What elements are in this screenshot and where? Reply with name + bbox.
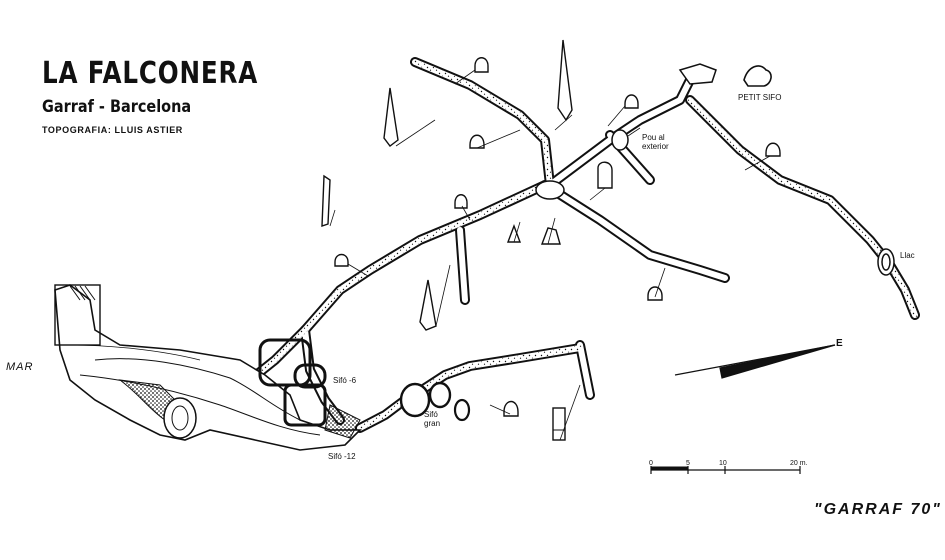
cave-passages — [245, 57, 920, 433]
label-pou-line1: Pou al — [642, 133, 665, 142]
junction-chambers — [535, 63, 895, 276]
scale-tick-10: 10 — [719, 460, 727, 467]
map-credit: TOPOGRAFIA: LLUIS ASTIER — [42, 125, 183, 135]
map-title: LA FALCONERA — [42, 56, 259, 91]
north-arrow — [674, 344, 836, 379]
map-subtitle: Garraf - Barcelona — [42, 97, 192, 117]
label-sifo-gran-line1: Sifó — [424, 410, 438, 419]
scale-tick-0: 0 — [649, 460, 653, 467]
sea-label: MAR — [6, 361, 34, 373]
label-sifo-12: Sifó -12 — [328, 452, 356, 461]
footer-stamp: "GARRAF 70" — [814, 501, 942, 518]
north-arrow-label: E — [836, 338, 843, 349]
scale-tick-20: 20 m. — [790, 460, 808, 467]
petit-sifo-chamber — [743, 65, 772, 87]
leader-lines — [329, 69, 771, 441]
scale-bar — [650, 466, 801, 474]
label-sifo-gran-line2: gran — [424, 419, 441, 428]
sea-entrance-chambers — [54, 284, 471, 451]
scale-tick-5: 5 — [686, 460, 690, 467]
label-petit-sifo: PETIT SIFO — [738, 93, 782, 102]
label-sifo-6: Sifó -6 — [333, 376, 357, 385]
label-pou-line2: exterior — [642, 142, 669, 151]
label-llac: Llac — [900, 251, 915, 260]
cross-section-profiles — [321, 39, 781, 441]
